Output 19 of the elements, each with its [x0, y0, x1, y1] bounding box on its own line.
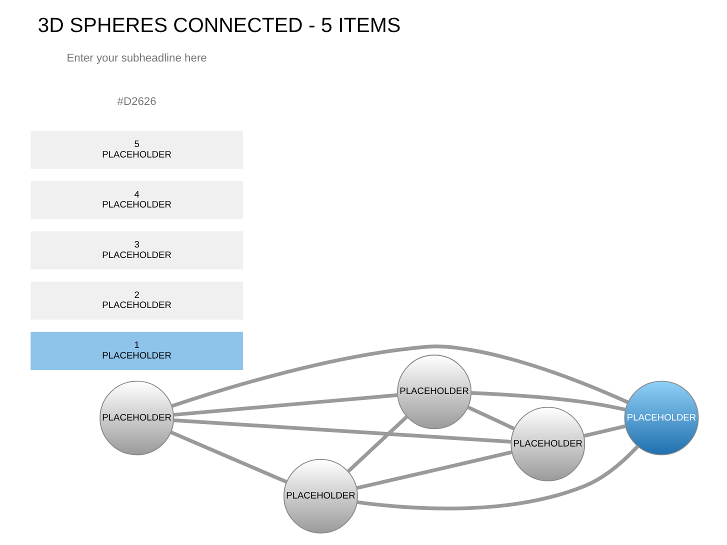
node-circle: PLACEHOLDER	[510, 406, 585, 482]
label: Enter your subheadline here	[66, 52, 206, 64]
connector	[356, 445, 639, 510]
connector	[173, 393, 397, 417]
connector	[170, 344, 628, 408]
connector	[346, 415, 408, 473]
connector	[356, 450, 512, 490]
connector	[170, 430, 287, 484]
node-circle: PLACEHOLDER	[624, 380, 698, 456]
connector	[466, 405, 514, 430]
node-box: 1 PLACEHOLDER	[28, 330, 244, 372]
connector	[582, 424, 626, 438]
node-circle: PLACEHOLDER	[99, 380, 174, 456]
label: #D2626	[116, 96, 156, 108]
connector	[173, 418, 511, 444]
connector	[470, 391, 626, 412]
node-circle: PLACEHOLDER	[282, 458, 358, 534]
node-circle: PLACEHOLDER	[396, 354, 472, 430]
diagram-title: 3D SPHERES CONNECTED - 5 ITEMS	[37, 14, 400, 38]
